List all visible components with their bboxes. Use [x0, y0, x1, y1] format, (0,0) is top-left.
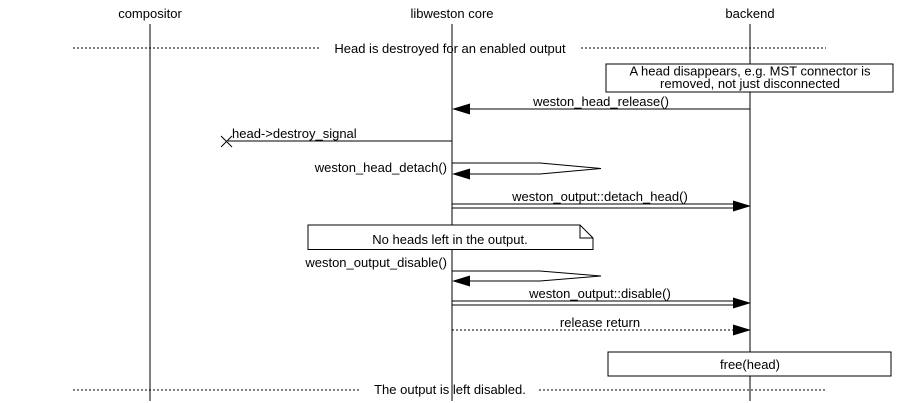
participant-libweston-core-label: libweston core	[410, 6, 493, 21]
divider-head-destroyed-label: Head is destroyed for an enabled output	[334, 41, 566, 56]
participant-compositor-label: compositor	[118, 6, 182, 21]
note-free-head-label: free(head)	[720, 357, 780, 372]
message-weston-output-disable-fn: weston_output_disable()	[304, 255, 602, 287]
participant-labels: compositor libweston core backend	[118, 6, 774, 21]
note-free-head: free(head)	[607, 351, 892, 377]
note-no-heads-left: No heads left in the output.	[307, 224, 594, 250]
note-no-heads-left-shape	[307, 224, 594, 250]
note-head-disappears: A head disappears, e.g. MST connector is…	[605, 63, 894, 93]
self-message-loop	[452, 162, 602, 175]
message-weston-head-release: weston_head_release()	[452, 94, 750, 115]
arrowhead-right-icon	[733, 200, 751, 212]
note-no-heads-left-label: No heads left in the output.	[372, 232, 527, 247]
arrowhead-left-icon	[452, 168, 470, 180]
message-weston-output-disable-fn-label: weston_output_disable()	[304, 255, 447, 270]
note-fold-corner-icon	[579, 225, 593, 239]
message-release-return-label: release return	[560, 315, 640, 330]
message-weston-output-detach-head: weston_output::detach_head()	[452, 189, 751, 212]
divider-output-disabled: The output is left disabled.	[73, 382, 826, 397]
divider-head-destroyed: Head is destroyed for an enabled output	[73, 41, 826, 56]
message-head-destroy-signal: head->destroy_signal	[220, 126, 452, 148]
divider-output-disabled-label: The output is left disabled.	[374, 382, 526, 397]
message-weston-head-detach: weston_head_detach()	[314, 160, 602, 180]
arrowhead-right-icon	[733, 324, 751, 336]
message-weston-head-release-label: weston_head_release()	[532, 94, 669, 109]
message-weston-head-detach-label: weston_head_detach()	[314, 160, 447, 175]
arrowhead-left-icon	[452, 103, 470, 115]
message-weston-output-disable-label: weston_output::disable()	[528, 286, 671, 301]
message-head-destroy-signal-label: head->destroy_signal	[232, 126, 357, 141]
arrowhead-right-icon	[733, 297, 751, 309]
message-release-return: release return	[452, 315, 751, 336]
self-message-loop	[452, 270, 602, 282]
note-head-disappears-box	[605, 63, 894, 93]
arrowhead-left-icon	[452, 275, 470, 287]
note-head-disappears-line2: removed, not just disconnected	[660, 76, 840, 91]
note-head-disappears-line1: A head disappears, e.g. MST connector is	[629, 64, 871, 79]
lost-message-x-icon	[220, 135, 233, 148]
note-free-head-box	[607, 351, 892, 377]
message-weston-output-detach-head-label: weston_output::detach_head()	[511, 189, 688, 204]
participant-backend-label: backend	[725, 6, 774, 21]
message-weston-output-disable: weston_output::disable()	[452, 286, 751, 309]
